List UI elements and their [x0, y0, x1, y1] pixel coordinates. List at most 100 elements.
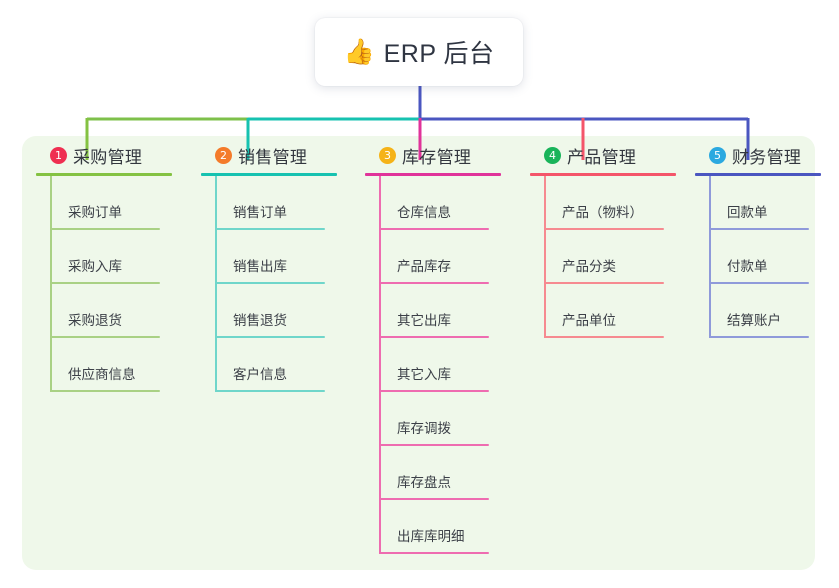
leaf-label: 客户信息 [233, 367, 287, 382]
leaf-label: 供应商信息 [68, 367, 136, 382]
leaf-list: 回款单付款单结算账户 [695, 176, 835, 338]
leaf-label: 其它出库 [397, 313, 451, 328]
branch-title: 财务管理 [732, 147, 802, 167]
leaf-underline [709, 282, 809, 284]
branch-header-2[interactable]: 2 销售管理 [201, 143, 351, 167]
leaf-spine [544, 176, 546, 338]
root-title: ERP 后台 [383, 40, 495, 68]
thumbs-up-icon: 👍 [343, 37, 375, 66]
leaf-underline [544, 282, 664, 284]
leaf-underline [379, 444, 489, 446]
leaf-underline [379, 282, 489, 284]
leaf-spine [379, 176, 381, 554]
leaf-underline [215, 228, 325, 230]
leaf-item[interactable]: 出库库明细 [379, 500, 515, 554]
leaf-underline [50, 228, 160, 230]
branch-number-badge: 1 [50, 146, 67, 164]
leaf-underline [709, 228, 809, 230]
branch-number-badge: 5 [709, 146, 726, 164]
leaf-item[interactable]: 采购入库 [50, 230, 186, 284]
leaf-item[interactable]: 库存盘点 [379, 446, 515, 500]
leaf-label: 产品库存 [397, 259, 451, 274]
branch-underline [36, 173, 172, 176]
leaf-underline [379, 336, 489, 338]
branch-underline [530, 173, 676, 176]
root-node[interactable]: 👍 ERP 后台 [315, 18, 523, 86]
leaf-item[interactable]: 产品（物料） [544, 176, 690, 230]
leaf-item[interactable]: 回款单 [709, 176, 835, 230]
branch-number-badge: 4 [544, 146, 561, 164]
leaf-underline [379, 498, 489, 500]
leaf-underline [215, 336, 325, 338]
leaf-label: 回款单 [727, 205, 768, 220]
leaf-item[interactable]: 仓库信息 [379, 176, 515, 230]
leaf-underline [50, 282, 160, 284]
leaf-underline [50, 390, 160, 392]
leaf-underline [709, 336, 809, 338]
leaf-item[interactable]: 销售订单 [215, 176, 351, 230]
leaf-item[interactable]: 销售出库 [215, 230, 351, 284]
leaf-underline [379, 228, 489, 230]
leaf-item[interactable]: 产品库存 [379, 230, 515, 284]
leaf-label: 库存调拨 [397, 421, 451, 436]
leaf-label: 采购入库 [68, 259, 122, 274]
leaf-label: 出库库明细 [397, 529, 465, 544]
leaf-label: 销售出库 [233, 259, 287, 274]
leaf-item[interactable]: 其它出库 [379, 284, 515, 338]
branch-number-badge: 2 [215, 146, 232, 164]
leaf-item[interactable]: 采购订单 [50, 176, 186, 230]
leaf-item[interactable]: 库存调拨 [379, 392, 515, 446]
branch-column-3: 3 库存管理仓库信息产品库存其它出库其它入库库存调拨库存盘点出库库明细 [365, 143, 515, 554]
leaf-label: 产品分类 [562, 259, 616, 274]
leaf-label: 采购订单 [68, 205, 122, 220]
branch-number-badge: 3 [379, 146, 396, 164]
leaf-list: 销售订单销售出库销售退货客户信息 [201, 176, 351, 392]
leaf-list: 产品（物料） 产品分类产品单位 [530, 176, 690, 338]
leaf-spine [50, 176, 52, 392]
leaf-label: 其它入库 [397, 367, 451, 382]
leaf-item[interactable]: 付款单 [709, 230, 835, 284]
branch-header-5[interactable]: 5 财务管理 [695, 143, 835, 167]
leaf-label: 付款单 [727, 259, 768, 274]
leaf-item[interactable]: 客户信息 [215, 338, 351, 392]
leaf-label: 产品单位 [562, 313, 616, 328]
branch-underline [365, 173, 501, 176]
branch-header-4[interactable]: 4 产品管理 [530, 143, 690, 167]
branch-column-5: 5 财务管理回款单付款单结算账户 [695, 143, 835, 338]
leaf-item[interactable]: 供应商信息 [50, 338, 186, 392]
branch-title: 销售管理 [238, 147, 308, 167]
leaf-item[interactable]: 产品分类 [544, 230, 690, 284]
leaf-item[interactable]: 产品单位 [544, 284, 690, 338]
leaf-label: 销售退货 [233, 313, 287, 328]
leaf-label: 销售订单 [233, 205, 287, 220]
leaf-item[interactable]: 其它入库 [379, 338, 515, 392]
leaf-underline [50, 336, 160, 338]
branch-underline [695, 173, 821, 176]
branch-column-4: 4 产品管理产品（物料） 产品分类产品单位 [530, 143, 690, 338]
leaf-label: 仓库信息 [397, 205, 451, 220]
leaf-underline [379, 390, 489, 392]
leaf-item[interactable]: 采购退货 [50, 284, 186, 338]
leaf-spine [709, 176, 711, 338]
branch-header-3[interactable]: 3 库存管理 [365, 143, 515, 167]
leaf-item[interactable]: 结算账户 [709, 284, 835, 338]
diagram-background-panel [22, 136, 815, 570]
leaf-item[interactable]: 销售退货 [215, 284, 351, 338]
leaf-underline [215, 390, 325, 392]
leaf-spine [215, 176, 217, 392]
leaf-underline [215, 282, 325, 284]
branch-title: 库存管理 [402, 147, 472, 167]
branch-underline [201, 173, 337, 176]
leaf-label: 采购退货 [68, 313, 122, 328]
leaf-list: 仓库信息产品库存其它出库其它入库库存调拨库存盘点出库库明细 [365, 176, 515, 554]
leaf-list: 采购订单采购入库采购退货供应商信息 [36, 176, 186, 392]
leaf-underline [379, 552, 489, 554]
leaf-label: 产品（物料） [562, 205, 643, 220]
leaf-label: 结算账户 [727, 313, 781, 328]
leaf-label: 库存盘点 [397, 475, 451, 490]
branch-title: 产品管理 [567, 147, 637, 167]
leaf-underline [544, 336, 664, 338]
